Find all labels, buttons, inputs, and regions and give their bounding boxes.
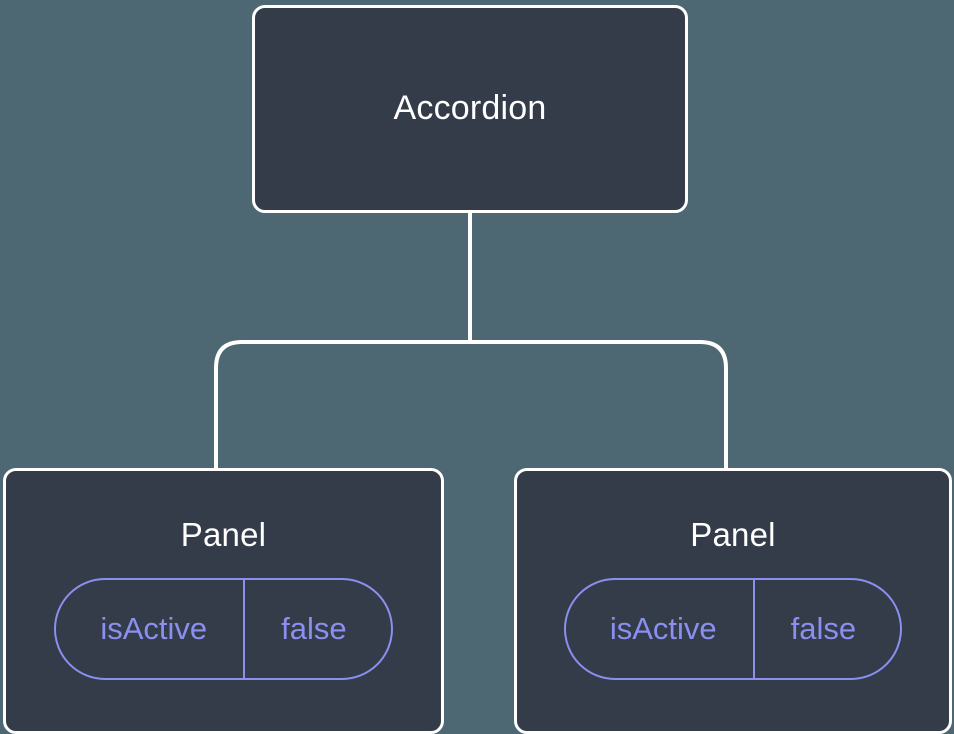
connector-branch-right	[470, 340, 728, 470]
node-panel-2[interactable]: Panel isActive false	[514, 468, 952, 734]
node-accordion[interactable]: Accordion	[252, 5, 688, 213]
node-panel-2-title: Panel	[690, 516, 776, 553]
node-accordion-title: Accordion	[393, 89, 547, 128]
node-panel-1-prop-badge[interactable]: isActive false	[54, 578, 393, 681]
node-panel-1-title: Panel	[180, 516, 267, 553]
node-panel-1-prop-key: isActive	[56, 580, 246, 679]
node-panel-2-prop-badge[interactable]: isActive false	[563, 578, 903, 681]
node-panel-2-prop-value: false	[790, 611, 857, 647]
node-panel-2-prop-key: isActive	[566, 580, 755, 679]
connector-branch-left	[214, 340, 470, 470]
node-panel-1[interactable]: Panel isActive false	[3, 468, 444, 734]
node-panel-1-prop-value: false	[281, 611, 347, 647]
